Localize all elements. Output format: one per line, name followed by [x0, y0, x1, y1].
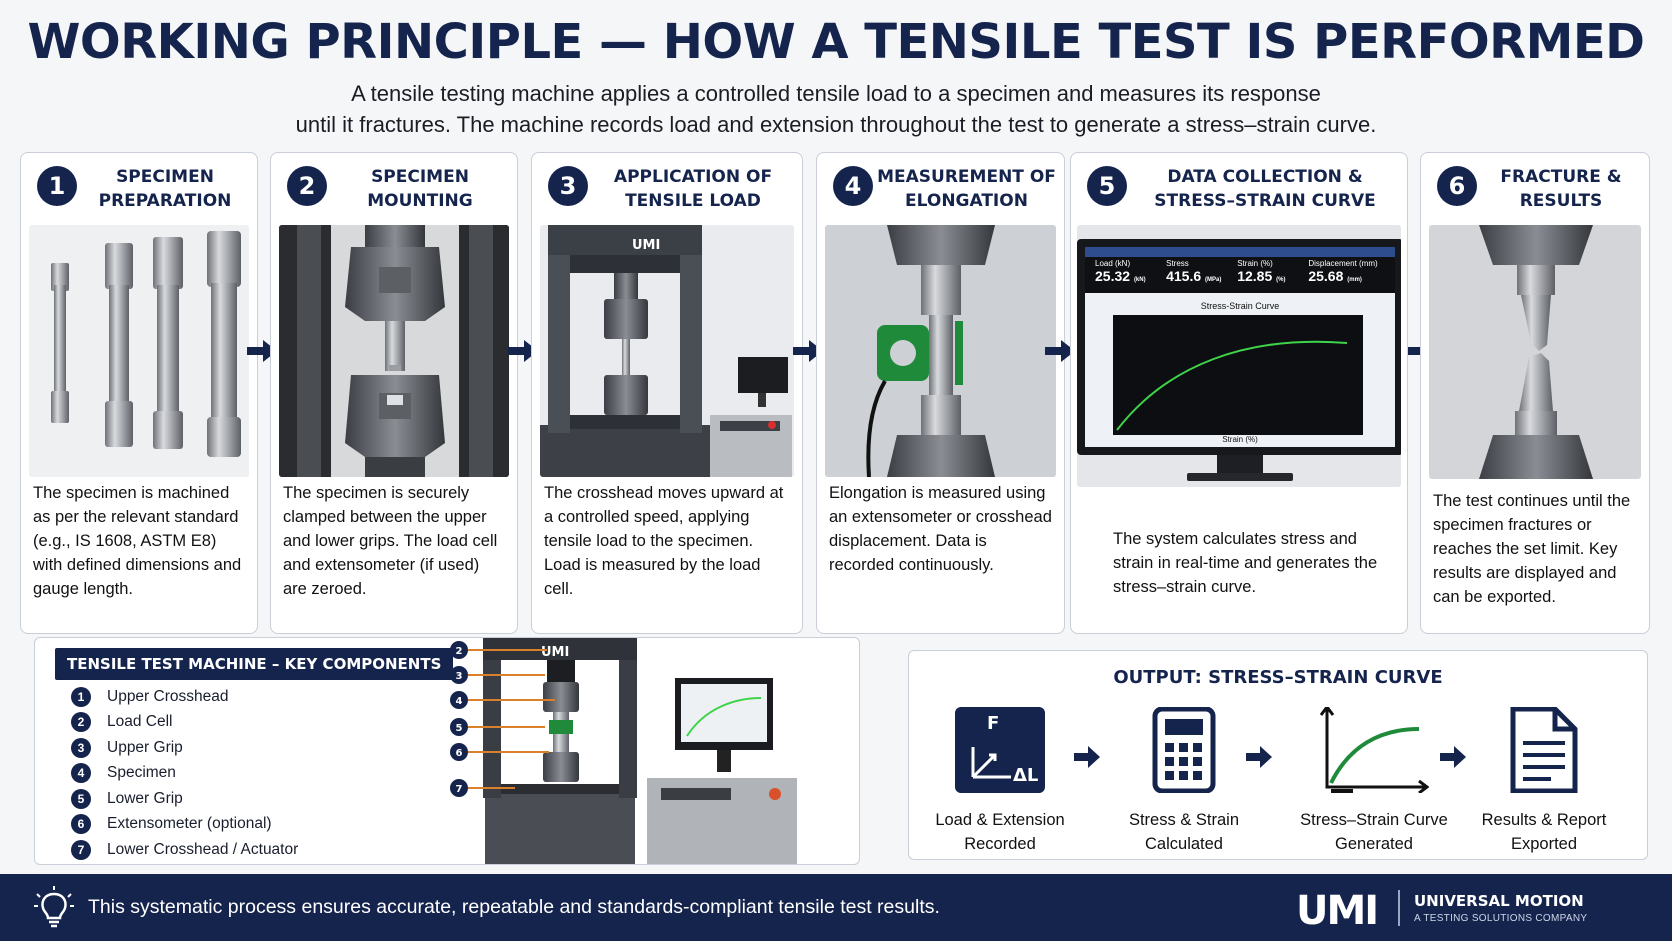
report-icon [1510, 706, 1578, 794]
step-card-3: 3 APPLICATION OF TENSILE LOAD UMI The cr… [531, 152, 803, 634]
curve-icon [1319, 704, 1430, 795]
step-card-5: 5 DATA COLLECTION & STRESS–STRAIN CURVE … [1070, 152, 1408, 634]
step-number-badge: 5 [1087, 166, 1127, 206]
flow-arrow-icon [247, 340, 277, 362]
svg-text:4: 4 [456, 696, 463, 707]
output-title: OUTPUT: STRESS–STRAIN CURVE [1113, 667, 1443, 688]
callout-lines [468, 649, 555, 789]
output-item-report: Results & Report Exported [1459, 706, 1629, 856]
step-title: MEASUREMENT OF ELONGATION [877, 167, 1056, 211]
readout-panel: Load (kN) 25.32 (kN) Stress 415.6 (MPa) … [1087, 259, 1393, 293]
step-description: The crosshead moves upward at a controll… [544, 484, 784, 598]
step-title: DATA COLLECTION & STRESS–STRAIN CURVE [1154, 167, 1376, 211]
output-item-label: Stress–Strain Curve Generated [1300, 811, 1448, 853]
step-card-2: 2 SPECIMEN MOUNTING The specimen is secu… [270, 152, 518, 634]
step-title: FRACTURE & RESULTS [1500, 167, 1622, 211]
output-item-label: Results & Report Exported [1481, 811, 1607, 853]
step-description: The system calculates stress and strain … [1113, 530, 1378, 596]
machine-diagram: UMI 1 [450, 638, 797, 864]
brand-name: UNIVERSAL MOTION [1414, 892, 1584, 910]
lightbulb-icon [34, 886, 74, 928]
step-description: The specimen is machined as per the rele… [33, 484, 242, 598]
svg-text:UMI: UMI [541, 645, 569, 660]
brand-divider [1398, 890, 1400, 926]
load-extension-icon: F ΔL [955, 707, 1045, 793]
screen-xlabel: Strain (%) [1222, 435, 1258, 444]
svg-text:5: 5 [456, 723, 463, 734]
output-item-stress-strain: Stress & Strain Calculated [1099, 706, 1269, 856]
footer-message: This systematic process ensures accurate… [88, 896, 940, 918]
step-number-badge: 3 [548, 166, 588, 206]
monitor-image: Load (kN) 25.32 (kN) Stress 415.6 (MPa) … [1077, 225, 1401, 487]
output-arrow-icon [1246, 746, 1272, 768]
output-item-curve: Stress–Strain Curve Generated [1279, 704, 1469, 856]
page-title: WORKING PRINCIPLE — HOW A TENSILE TEST I… [27, 14, 1645, 70]
output-item-load-extension: F ΔL Load & Extension Recorded [915, 707, 1085, 856]
subtitle-line-1: A tensile testing machine applies a cont… [351, 81, 1321, 106]
svg-text:2: 2 [456, 646, 463, 657]
page-subtitle: A tensile testing machine applies a cont… [0, 78, 1672, 140]
calculator-icon [1152, 706, 1216, 794]
readout-displacement: Displacement (mm) 25.68 (mm) [1308, 259, 1378, 284]
step-title: SPECIMEN MOUNTING [367, 167, 473, 211]
output-item-label: Load & Extension Recorded [935, 811, 1065, 853]
machine-logo: UMI [632, 238, 660, 253]
specimen-bar-large [153, 237, 183, 449]
callout-markers [450, 641, 468, 797]
brand-logo: UMI [1296, 888, 1379, 934]
flow-arrow-icon [793, 340, 823, 362]
svg-text:7: 7 [456, 784, 463, 795]
step-card-1: 1 SPECIMEN PREPARATION [20, 152, 258, 634]
svg-text:F: F [987, 713, 999, 734]
specimen-bar-xlarge [207, 231, 241, 457]
subtitle-line-2: until it fractures. The machine records … [295, 112, 1377, 137]
components-header: TENSILE TEST MACHINE – KEY COMPONENTS [55, 648, 454, 680]
step-number-badge: 4 [833, 166, 873, 206]
fractured-specimen-image [1429, 225, 1641, 479]
step-description: The specimen is securely clamped between… [283, 484, 498, 598]
brand-tagline: A TESTING SOLUTIONS COMPANY [1414, 913, 1588, 924]
output-panel: OUTPUT: STRESS–STRAIN CURVE F ΔL Load & … [908, 650, 1648, 860]
step-number-badge: 2 [287, 166, 327, 206]
flow-arrow-icon [508, 340, 538, 362]
tensile-machine-image: UMI [540, 225, 794, 477]
stress-strain-curve [1116, 340, 1348, 431]
grips-mounting-image [279, 225, 509, 477]
step-title: SPECIMEN PREPARATION [98, 167, 232, 211]
specimen-bar-small [51, 263, 69, 423]
readout-strain: Strain (%) 12.85 (%) [1237, 259, 1286, 284]
flow-arrow-icon [1045, 340, 1075, 362]
readout-stress: Stress 415.6 (MPa) [1166, 259, 1222, 284]
footer-bar: This systematic process ensures accurate… [0, 874, 1672, 941]
step-card-4: 4 MEASUREMENT OF ELONGATION Elongation i… [816, 152, 1065, 634]
step-description: Elongation is measured using an extensom… [829, 484, 1052, 574]
step-title: APPLICATION OF TENSILE LOAD [613, 167, 773, 211]
step-number-badge: 1 [37, 166, 77, 206]
output-arrow-icon [1074, 746, 1100, 768]
extensometer-image [825, 225, 1056, 477]
svg-text:3: 3 [456, 671, 463, 682]
specimens-image [29, 225, 249, 477]
svg-text:ΔL: ΔL [1013, 765, 1038, 786]
svg-text:6: 6 [456, 748, 463, 759]
step-card-6: 6 FRACTURE & RESULTS The test continues … [1420, 152, 1650, 634]
output-arrow-icon [1440, 746, 1466, 768]
step-number-badge: 6 [1437, 166, 1477, 206]
screen-chart-title: Stress-Strain Curve [1200, 301, 1280, 311]
specimen-bar-medium [105, 243, 133, 447]
step-description: The test continues until the specimen fr… [1433, 492, 1631, 606]
output-item-label: Stress & Strain Calculated [1128, 811, 1240, 853]
readout-load: Load (kN) 25.32 (kN) [1095, 259, 1146, 284]
